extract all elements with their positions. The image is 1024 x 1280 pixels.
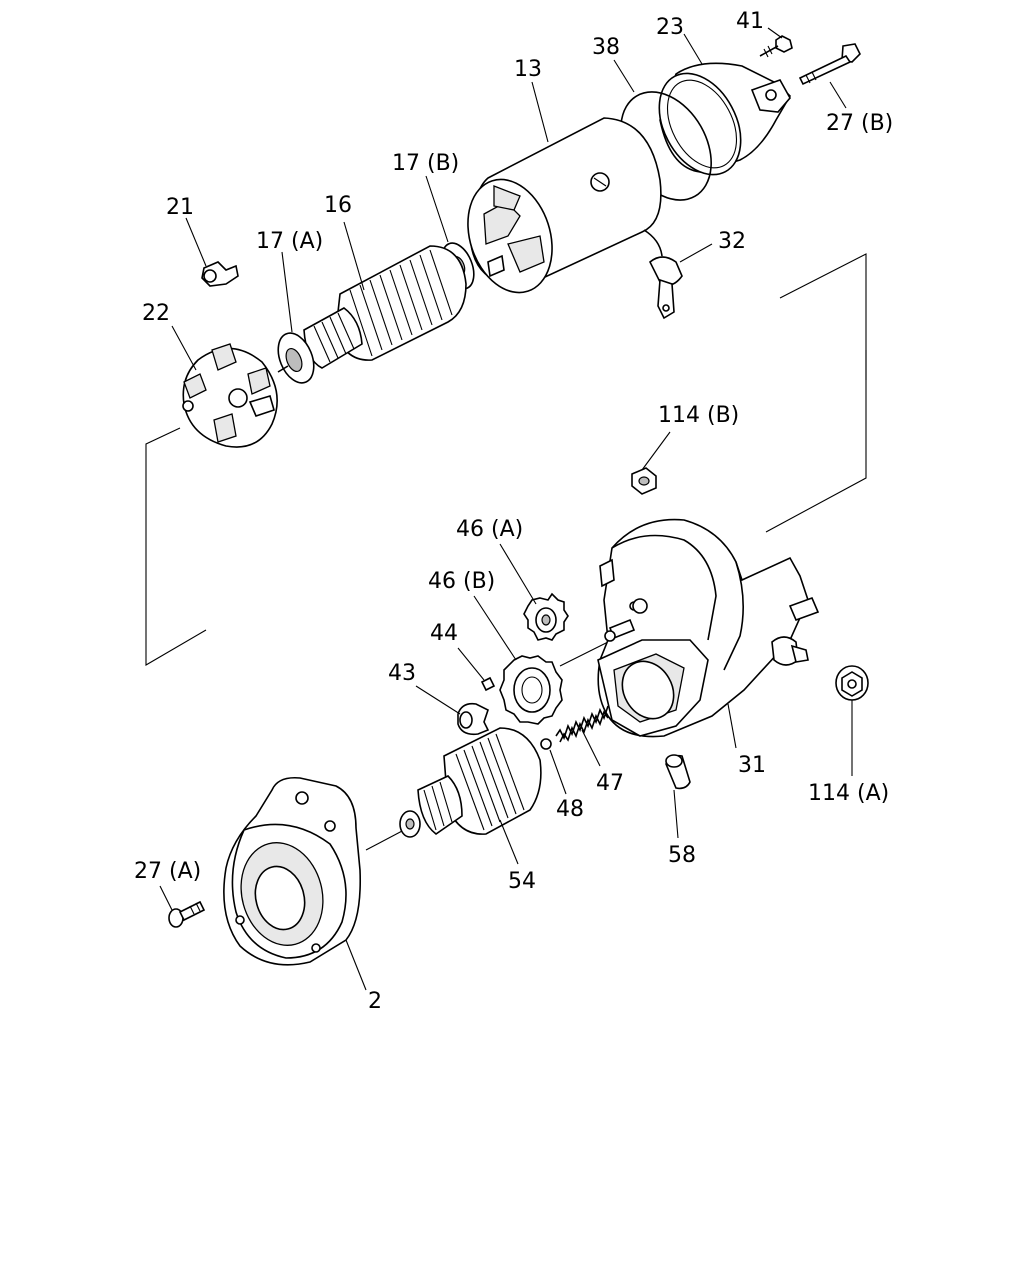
label-46b: 46 (B) (428, 569, 495, 594)
label-46a: 46 (A) (456, 517, 523, 542)
callout-labels: 41 23 38 13 27 (B) 17 (B) 21 16 17 (A) 3… (134, 9, 893, 1014)
part-22-brush-holder (182, 343, 278, 448)
label-114b: 114 (B) (658, 403, 739, 428)
part-27a-bolt (168, 900, 206, 928)
label-32: 32 (718, 229, 746, 254)
label-21: 21 (166, 195, 194, 220)
label-47: 47 (596, 771, 624, 796)
part-17a-bearing (277, 332, 315, 384)
part-114a-nut (835, 665, 869, 701)
part-23-rear-cover (658, 62, 792, 176)
part-54-pinion-clutch (399, 727, 542, 838)
label-43: 43 (388, 661, 416, 686)
label-2: 2 (368, 989, 382, 1014)
part-27b-through-bolt (798, 43, 861, 86)
part-114b-nut (631, 467, 657, 495)
label-22: 22 (142, 301, 170, 326)
label-58: 58 (668, 843, 696, 868)
label-114a: 114 (A) (808, 781, 889, 806)
label-41: 41 (736, 9, 764, 34)
label-54: 54 (508, 869, 536, 894)
label-16: 16 (324, 193, 352, 218)
part-58-dust-cover (665, 754, 691, 790)
label-17a: 17 (A) (256, 229, 323, 254)
part-2-front-housing (223, 776, 362, 966)
part-47-spring (555, 705, 609, 743)
leader-lines (159, 27, 853, 991)
label-31: 31 (738, 753, 766, 778)
part-31-housing (597, 518, 820, 738)
label-38: 38 (592, 35, 620, 60)
part-44-pin (480, 676, 496, 692)
part-46b-gear (499, 655, 563, 725)
part-43-retainer (457, 702, 490, 736)
label-23: 23 (656, 15, 684, 40)
label-13: 13 (514, 57, 542, 82)
part-21-clip (201, 261, 239, 287)
part-32-lead-strap (643, 229, 683, 320)
label-48: 48 (556, 797, 584, 822)
label-27b: 27 (B) (826, 111, 893, 136)
label-17b: 17 (B) (392, 151, 459, 176)
part-16-armature (303, 245, 467, 369)
part-48-ball (540, 738, 552, 750)
part-41-screw (759, 35, 793, 58)
label-27a: 27 (A) (134, 859, 201, 884)
part-13-yoke (467, 117, 662, 294)
label-44: 44 (430, 621, 458, 646)
part-46a-gear (523, 592, 569, 641)
